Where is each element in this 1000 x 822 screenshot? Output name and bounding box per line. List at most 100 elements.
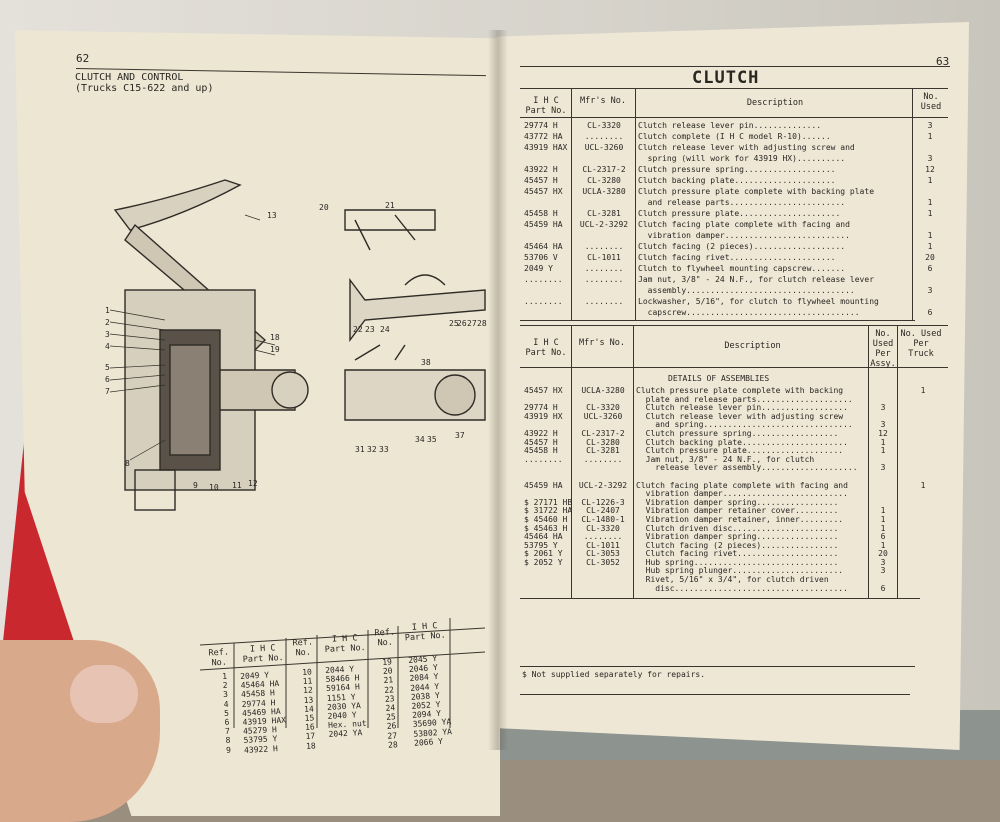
cell-part: 29774 H xyxy=(524,121,558,130)
cell-desc: Clutch pressure spring..................… xyxy=(638,165,836,174)
cell-part: 45457 H xyxy=(524,176,558,185)
ref-header-5: Ref. No. xyxy=(374,627,396,649)
t2-header-desc: Description xyxy=(724,341,781,351)
svg-text:37: 37 xyxy=(455,431,465,440)
svg-text:8: 8 xyxy=(125,459,130,468)
ref-header-4: I H C Part No. xyxy=(324,633,366,656)
table-row: Hub spring plunger......................… xyxy=(524,566,948,575)
cell-used: 12 xyxy=(925,165,935,174)
cell-assy: 3 xyxy=(880,420,886,430)
cell-used: 1 xyxy=(927,242,933,251)
cell-used: 1 xyxy=(927,231,933,240)
cell-desc: Clutch driven disc...................... xyxy=(636,523,839,533)
cell-desc: Clutch backing plate....................… xyxy=(636,437,848,447)
cell-part: $ 45463 H xyxy=(524,523,568,533)
cell-mfr: UCLA-3280 xyxy=(581,386,625,395)
svg-text:12: 12 xyxy=(248,479,258,488)
table-row: 45464 HA........ Clutch facing (2 pieces)… xyxy=(524,242,948,253)
cell-mfr: CL-3281 xyxy=(587,209,621,218)
svg-text:10: 10 xyxy=(209,483,219,492)
thumbnail-nail xyxy=(70,665,138,723)
cell-mfr: ........ xyxy=(584,297,624,306)
cell-part: 2049 Y xyxy=(524,264,553,273)
svg-text:4: 4 xyxy=(105,342,110,351)
ref-cell: 4 xyxy=(223,699,229,709)
cell-mfr: UCL-3260 xyxy=(583,411,623,421)
left-page-subheading: (Trucks C15-622 and up) xyxy=(75,83,214,94)
ref-header-6: I H C Part No. xyxy=(404,621,447,644)
cell-desc: Vibration damper spring................. xyxy=(636,497,839,507)
cell-mfr: CL-2317-2 xyxy=(581,428,625,438)
cell-desc: Clutch pressure plate complete with back… xyxy=(638,187,875,196)
cell-assy: 3 xyxy=(880,403,886,413)
cell-part: 45459 HA xyxy=(524,480,563,490)
table2-bottom-rule xyxy=(520,598,920,599)
table-row: capscrew................................… xyxy=(524,308,948,319)
svg-text:3: 3 xyxy=(105,330,110,339)
table2-header-rule xyxy=(520,367,948,368)
cell-mfr: UCL-2-3292 xyxy=(579,220,629,229)
right-page xyxy=(497,22,969,750)
ref-cell: 3 xyxy=(222,690,229,700)
svg-text:9: 9 xyxy=(193,481,198,490)
t1-header-part: I H C Part No. xyxy=(525,96,567,116)
ref-cell: 18 xyxy=(305,741,316,751)
cell-part: 45464 HA xyxy=(524,242,563,251)
cell-mfr: ........ xyxy=(584,264,624,273)
svg-text:25: 25 xyxy=(449,319,459,328)
cell-desc: Lockwasher, 5/16", for clutch to flywhee… xyxy=(638,297,879,306)
cell-part: 43772 HA xyxy=(524,132,563,141)
cell-part: $ 2052 Y xyxy=(524,557,563,567)
svg-text:19: 19 xyxy=(270,345,280,354)
cell-part: ........ xyxy=(524,454,563,464)
footnote-bottom-rule xyxy=(520,694,910,695)
table1-col-divider-2 xyxy=(635,88,636,320)
cell-desc: Vibration damper retainer cover......... xyxy=(636,506,839,516)
t2-header-part: I H C Part No. xyxy=(525,338,567,358)
table-row: vibration damper........................… xyxy=(524,489,948,498)
cell-desc: Clutch facing (2 pieces)................… xyxy=(638,242,846,251)
cell-desc: Clutch pressure plate complete with back… xyxy=(636,386,844,395)
cell-mfr: ........ xyxy=(583,532,623,542)
ref-cell: 1 xyxy=(222,671,228,681)
cell-assy: 6 xyxy=(880,583,886,593)
cell-mfr: CL-3052 xyxy=(586,557,620,567)
cell-desc: Clutch pressure plate...................… xyxy=(638,209,841,218)
cell-mfr: ........ xyxy=(584,242,624,251)
cell-mfr: UCL-2-3292 xyxy=(578,480,628,490)
cell-desc: Vibration damper retainer, inner........… xyxy=(636,514,844,524)
cell-part: 45458 H xyxy=(524,446,558,456)
t1-header-desc: Description xyxy=(746,98,804,108)
cell-mfr: ........ xyxy=(584,275,624,284)
cell-desc: Clutch release lever pin.............. xyxy=(638,121,822,130)
t2-header-truck: No. Used Per Truck xyxy=(900,329,942,359)
cell-assy: 3 xyxy=(880,463,886,473)
cell-used: 1 xyxy=(927,209,933,218)
svg-text:7: 7 xyxy=(105,387,110,396)
cell-used: 3 xyxy=(927,286,933,295)
cell-desc: Vibration damper spring................. xyxy=(636,532,839,542)
svg-text:31: 31 xyxy=(355,445,365,454)
cell-part: 43922 H xyxy=(524,428,558,438)
cell-desc: disc.................................... xyxy=(636,583,848,593)
cell-assy: 3 xyxy=(880,566,886,576)
cell-desc: Clutch pressure plate...................… xyxy=(636,446,844,456)
t1-header-used: No. Used xyxy=(920,92,942,112)
cell-used: 3 xyxy=(927,154,933,163)
cell-part: $ 2061 Y xyxy=(524,549,563,559)
cell-part: 45457 HX xyxy=(524,187,563,196)
cell-part: 43919 HX xyxy=(524,411,563,421)
table-row: release lever assembly..................… xyxy=(524,463,948,472)
